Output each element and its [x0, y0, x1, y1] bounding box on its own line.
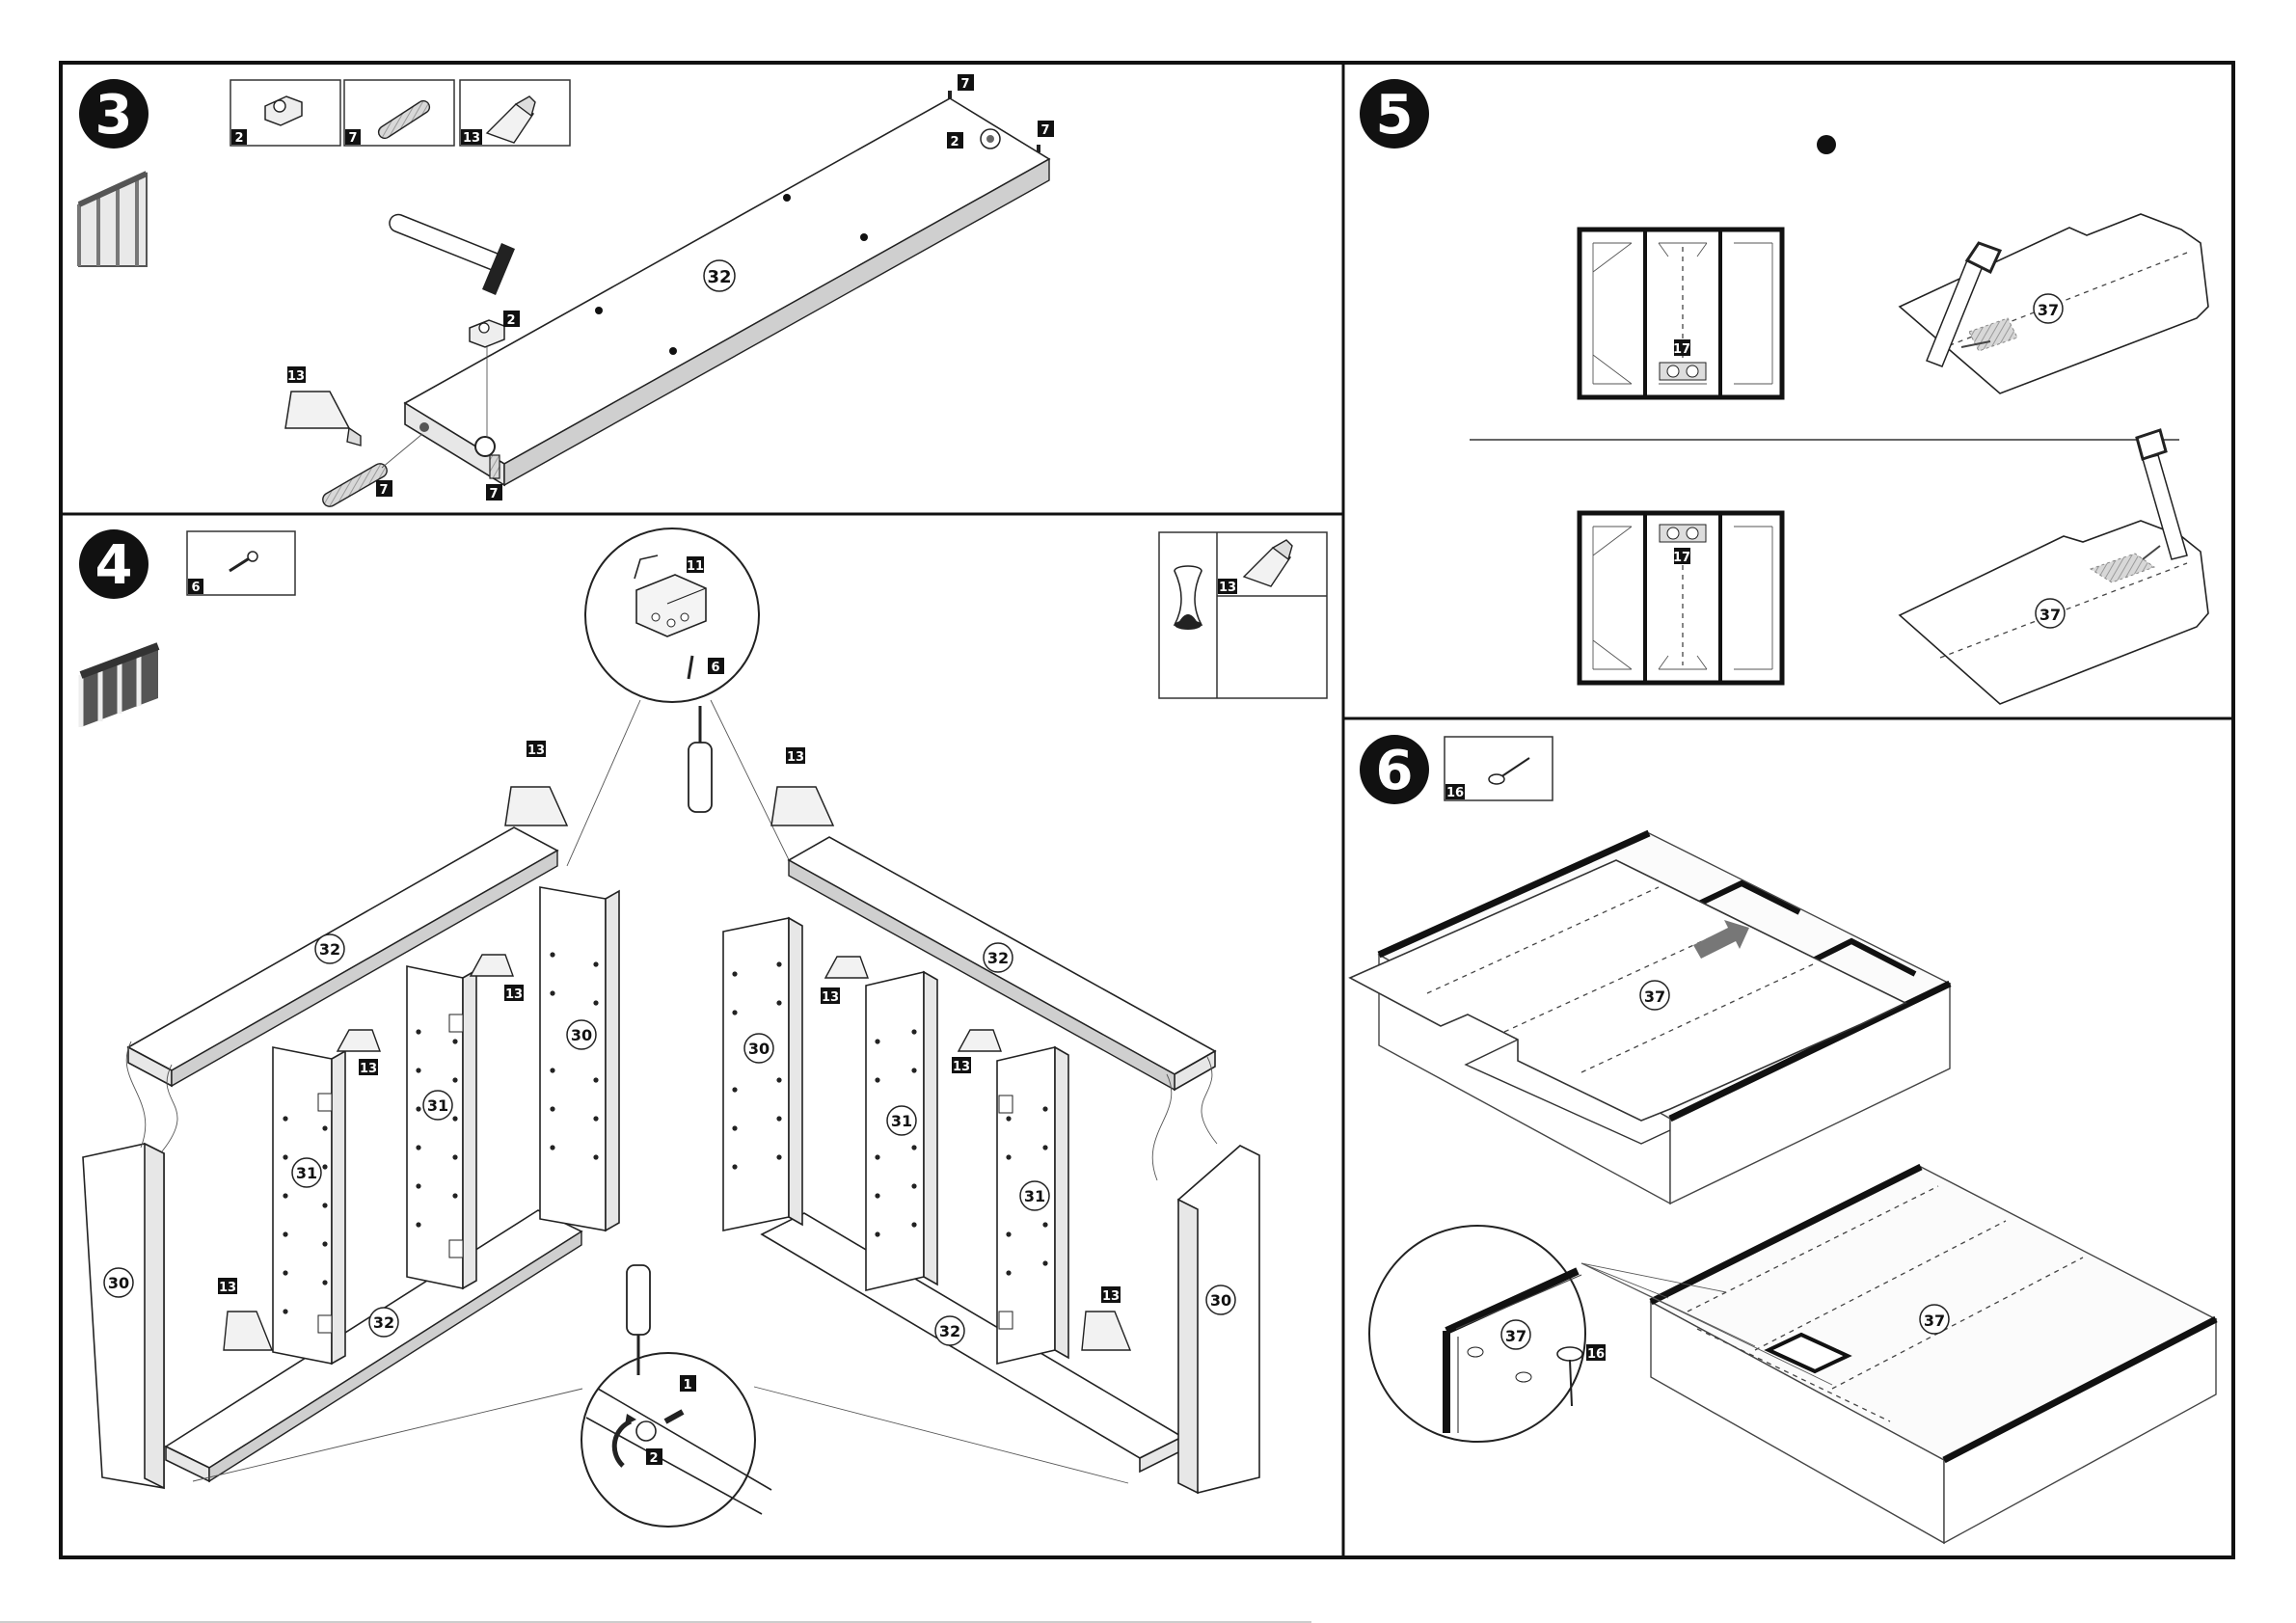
left-divider-31-a-label: 31	[296, 1164, 317, 1182]
cabinet-overview-icon	[79, 174, 147, 266]
left-bottom-board-32-label: 32	[373, 1313, 394, 1332]
step-5-number: 5	[1376, 84, 1414, 147]
left-glue-tag-13-low: 13	[360, 1062, 377, 1076]
left-panel-30-label: 30	[571, 1026, 592, 1044]
cabinet-with-back-panel-lower: 37	[1651, 1167, 2216, 1543]
nail-zoom-tag-16: 16	[1587, 1347, 1605, 1362]
upper-panel-37-label: 37	[2038, 301, 2059, 319]
step-3-badge: 3	[79, 79, 149, 149]
left-glue-tag-13-bottom: 13	[219, 1281, 236, 1295]
step-6-panel-37-zoom-label: 37	[1505, 1327, 1526, 1345]
step-3-tag-7-left: 7	[379, 483, 388, 498]
right-glue-tag-13-bottom: 13	[1102, 1289, 1120, 1304]
step-4-hardware-tag-6: 6	[191, 581, 200, 595]
left-glue-tag-13-mid: 13	[505, 987, 523, 1002]
left-assembly: 32 32 30 31 31	[83, 741, 619, 1488]
cabinet-frame-icon	[81, 646, 158, 727]
right-divider-31-b-label: 31	[1024, 1187, 1045, 1205]
step-6-hardware-list: 16	[1445, 737, 1553, 800]
cabinet-front-lower: 17	[1580, 513, 1782, 683]
drying-time-box: 13	[1159, 532, 1327, 698]
screw-tag-6: 6	[711, 661, 719, 675]
right-assembly: 32 32 30 30 31 31	[723, 747, 1259, 1493]
back-panel-37-lower: 37	[1900, 430, 2208, 704]
board-32: 32	[405, 91, 1049, 485]
right-bottom-board-32-label: 32	[939, 1322, 960, 1340]
step-5-panel: 5 17 37	[1360, 79, 2208, 704]
step-6-panel-37-lower-label: 37	[1924, 1312, 1945, 1330]
board-32-label: 32	[707, 267, 731, 287]
right-glue-tag-13-mid: 13	[822, 990, 839, 1005]
right-glue-tag-13-low: 13	[953, 1060, 970, 1074]
step-6-panel: 6 16 37	[1350, 735, 2216, 1543]
zoom-lead-left	[567, 700, 640, 866]
step-3-dowel-left: 7	[323, 434, 422, 506]
step-6-panel-37-upper-label: 37	[1644, 987, 1665, 1006]
right-glue-tag-13-top: 13	[787, 750, 804, 765]
left-glue-tag-13-top: 13	[527, 744, 545, 758]
right-divider-31-a-label: 31	[891, 1112, 912, 1130]
bullet-dot	[1817, 135, 1836, 154]
cabinet-front-upper: 17	[1580, 230, 1782, 397]
lower-tag-17: 17	[1673, 551, 1690, 565]
cam-detail-tag-1: 1	[683, 1378, 691, 1393]
step-3-panel: 3 2 7 13	[79, 74, 1054, 506]
nail-detail-zoom: 37 16	[1369, 1226, 1606, 1442]
step-5-badge: 5	[1360, 79, 1429, 149]
step-3-tag-7-top: 7	[960, 77, 969, 92]
step-4-panel: 4 6	[79, 528, 1327, 1527]
step-3-glue: 13	[285, 366, 361, 446]
step-4-badge: 4	[79, 529, 149, 599]
upper-tag-17: 17	[1673, 342, 1690, 357]
step-6-number: 6	[1376, 740, 1414, 802]
hinge-tag-11: 11	[687, 559, 704, 574]
step-3-tag-7-bottom: 7	[489, 487, 498, 501]
left-divider-31-b-label: 31	[427, 1096, 448, 1115]
right-side-30-label: 30	[1210, 1291, 1231, 1310]
lower-panel-37-label: 37	[2039, 606, 2061, 624]
back-panel-37-upper: 37	[1900, 214, 2208, 393]
step-3-tag-2-cam: 2	[506, 313, 515, 328]
step-6-badge: 6	[1360, 735, 1429, 804]
right-panel-30-label: 30	[748, 1040, 770, 1058]
step-3-tag-13: 13	[287, 369, 305, 384]
step-6-hardware-tag-16: 16	[1446, 786, 1464, 800]
hardware-tag-7: 7	[348, 131, 357, 146]
cam-lock-detail-zoom: 1 2	[581, 1353, 771, 1527]
step-4-number: 4	[95, 534, 133, 597]
step-4-hardware-list: 6	[187, 531, 295, 595]
hardware-tag-2: 2	[234, 131, 243, 146]
step-3-hardware-list: 2 7 13	[230, 80, 570, 146]
cabinet-with-back-panel-upper: 37	[1350, 833, 1950, 1204]
hinge-detail-zoom: 11 6	[585, 528, 759, 702]
step-3-tag-7-right: 7	[1040, 123, 1049, 138]
drying-glue-tag-13: 13	[1219, 581, 1236, 595]
step-3-number: 3	[95, 84, 133, 147]
hardware-tag-13: 13	[463, 131, 480, 146]
step-3-tag-2-right: 2	[950, 135, 959, 149]
left-side-30-label: 30	[108, 1274, 129, 1292]
cam-detail-tag-2: 2	[649, 1451, 658, 1466]
hammer-icon	[390, 214, 515, 295]
screwdriver-top-icon	[689, 706, 712, 812]
right-top-board-32-label: 32	[987, 949, 1009, 967]
left-top-board-32-label: 32	[319, 940, 340, 959]
